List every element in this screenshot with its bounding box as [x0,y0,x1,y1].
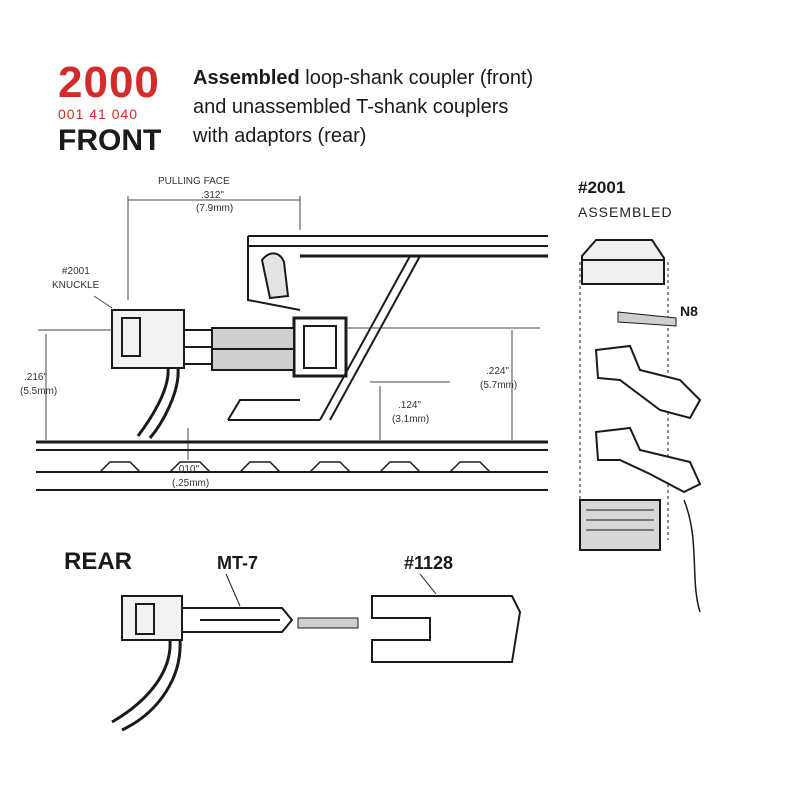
gap-dimension: .124" [398,400,422,411]
description-line-3: with adaptors (rear) [193,125,367,147]
adaptor-label: #1128 [404,553,454,573]
front-view-label: FRONT [58,124,162,157]
description-line-1-rest: loop-shank coupler (front) [299,67,534,89]
catalog-number: 001 41 040 [58,106,139,122]
track [36,440,548,491]
car-underframe [211,235,548,421]
height-left-dimension: .216" [24,372,48,383]
pulling-face-dimension: .312" [201,190,225,201]
pulling-face-label: PULLING FACE [158,176,230,187]
part-number: 2000 [58,58,160,107]
height-right-mm: (5.7mm) [480,380,518,391]
rear-coupler [111,573,359,732]
height-left-mm: (5.5mm) [20,386,58,397]
exploded-view [579,239,702,613]
track-ties [98,461,492,473]
clearance-mm: (.25mm) [172,478,210,489]
adaptor-1128 [371,573,522,663]
exploded-view-subtitle: ASSEMBLED [578,204,673,220]
height-right-dimension: .224" [486,366,510,377]
gap-mm: (3.1mm) [392,414,430,425]
mt7-label: MT-7 [217,553,259,573]
pulling-face-mm: (7.9mm) [196,203,234,214]
exploded-view-title: #2001 [578,178,626,197]
knuckle-part-number: #2001 [62,266,90,277]
front-coupler [111,309,213,439]
description-line-2: and unassembled T-shank couplers [193,96,509,118]
clearance-dimension: .010" [176,464,200,475]
dimension-lines [38,196,540,460]
rear-view-label: REAR [64,548,133,575]
knuckle-label: KNUCKLE [52,280,100,291]
description-bold: Assembled [193,67,300,89]
product-description: Assembled loop-shank coupler (front) and… [193,64,533,151]
description-line-1: Assembled loop-shank coupler (front) [193,64,533,93]
spring-label: N8 [680,303,698,319]
